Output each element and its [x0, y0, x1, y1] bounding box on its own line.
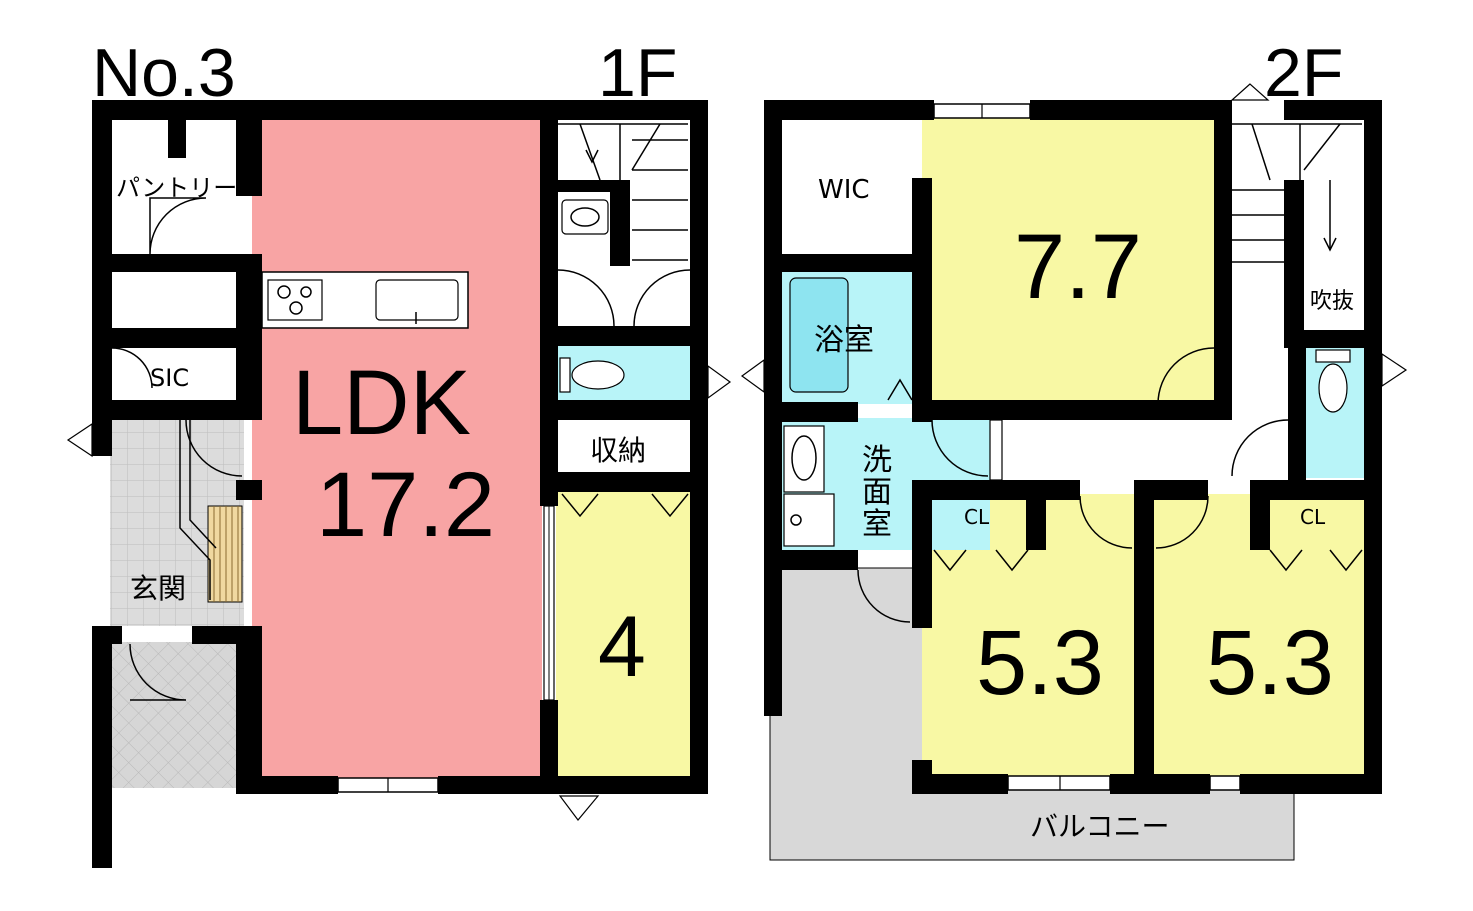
stairs-2f — [1232, 123, 1362, 263]
storage-label: 収納 — [590, 434, 646, 467]
plan-number: No.3 — [92, 35, 236, 111]
room53a-size-label: 5.3 — [976, 612, 1104, 714]
floor1-label: 1F — [598, 35, 677, 111]
ldk-size-label: 17.2 — [316, 454, 495, 556]
room4-fill — [556, 492, 692, 777]
floor-2 — [740, 83, 1408, 861]
floor2-label: 2F — [1264, 35, 1343, 111]
ldk-name-label: LDK — [292, 352, 471, 454]
room77-fill — [922, 118, 1218, 408]
stairs-1f — [558, 123, 688, 261]
room77-size-label: 7.7 — [1014, 216, 1142, 318]
closet-label-2: CL — [1300, 505, 1326, 529]
closet-label-1: CL — [964, 505, 990, 529]
sic-label: SIC — [150, 364, 189, 392]
porch-fill — [110, 642, 244, 788]
hall-2f — [990, 418, 1306, 478]
washroom-label: 洗 面 室 — [862, 443, 902, 542]
bath-label: 浴室 — [814, 323, 874, 358]
shoe-cabinet — [207, 505, 243, 603]
balcony-label: バルコニー — [1030, 810, 1169, 843]
ldk-fill — [252, 118, 542, 780]
room4-size-label: 4 — [598, 599, 646, 695]
genkan-label: 玄関 — [130, 572, 186, 605]
pantry-label: パントリー — [116, 174, 237, 202]
sink-icon — [375, 279, 459, 321]
floor-1 — [66, 100, 732, 868]
fukinuke-label: 吹抜 — [1310, 289, 1354, 314]
room53b-size-label: 5.3 — [1206, 612, 1334, 714]
wic-label: WIC — [818, 175, 870, 205]
